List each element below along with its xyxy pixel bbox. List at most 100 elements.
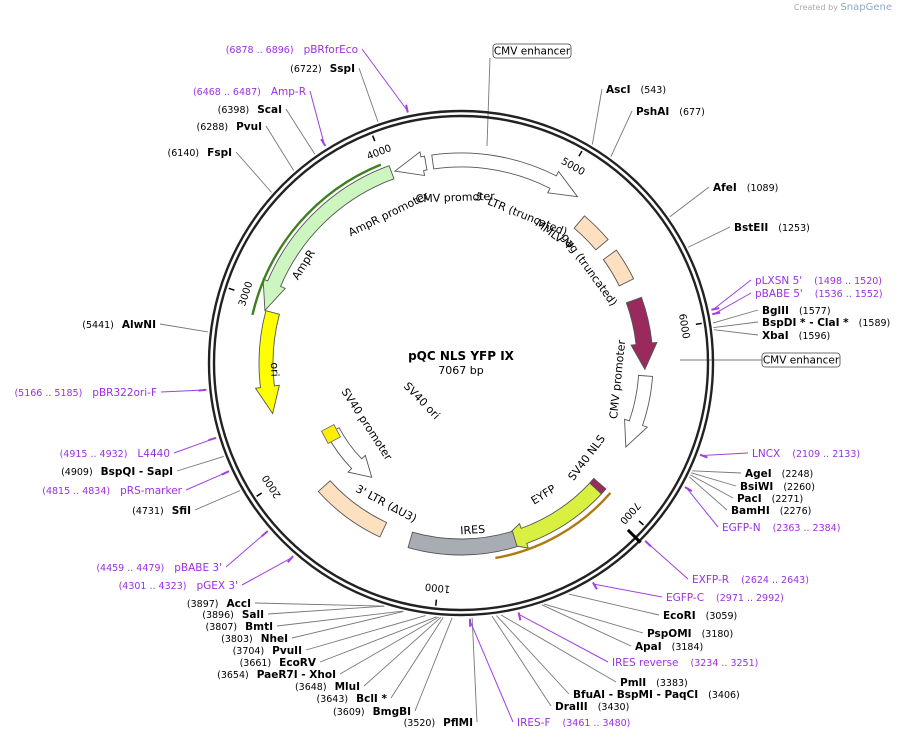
enzyme-name[interactable]: AfeI [713, 182, 737, 194]
ampr-promoter-arrow[interactable] [393, 151, 428, 177]
ampr-arrow[interactable] [262, 165, 395, 312]
enzyme-name[interactable]: AgeI [745, 468, 772, 480]
primer-range: (4459 .. 4479) [96, 563, 164, 574]
sv40-ori-box[interactable] [320, 423, 342, 445]
5-ltr-box[interactable] [573, 215, 609, 251]
enzyme-position: (4731) [132, 506, 164, 517]
primer-name[interactable]: pBRforEco [304, 44, 358, 56]
enzyme-name[interactable]: BspDI * - ClaI * [762, 317, 849, 329]
enzyme-leader [358, 67, 379, 123]
enzyme-name[interactable]: EcoRI [663, 610, 696, 622]
enzyme-position: (3180) [702, 629, 734, 640]
enzyme-name[interactable]: PaeR7I - XhoI [257, 669, 336, 681]
enzyme-name[interactable]: BclI * [356, 693, 387, 705]
enzyme-name[interactable]: BfuAI - BspMI - PaqCI [573, 689, 698, 701]
primer-name[interactable]: L4440 [137, 448, 170, 460]
tick-label: 3000 [237, 280, 255, 308]
primer-name[interactable]: pBR322ori-F [92, 387, 157, 399]
enzyme-name[interactable]: NheI [261, 633, 288, 645]
primer-site-mark [517, 612, 522, 621]
primer-name[interactable]: EXFP-R [692, 574, 729, 586]
snapgene-brand: SnapGene [840, 2, 892, 13]
enzyme-name[interactable]: SspI [330, 63, 355, 75]
enzyme-name[interactable]: PvuII [272, 645, 302, 657]
primer-range: (2624 .. 2643) [741, 575, 809, 586]
enzyme-name[interactable]: BglII [762, 305, 789, 317]
ires-box[interactable] [407, 530, 518, 556]
enzyme-position: (3897) [187, 599, 219, 610]
tick-mark [228, 287, 235, 291]
enzyme-name[interactable]: SfiI [172, 505, 191, 517]
cmv-promoter-arrow[interactable] [624, 374, 654, 448]
enzyme-leader [688, 226, 731, 248]
enzyme-name[interactable]: PspOMI [647, 628, 692, 640]
enzyme-leader [692, 470, 742, 474]
primer-name[interactable]: Amp-R [271, 86, 306, 98]
feature-label: CMV promoter [415, 190, 495, 206]
enzyme-position: (3661) [240, 658, 272, 669]
enzyme-position: (6288) [196, 122, 228, 133]
enzyme-name[interactable]: DraIII [555, 701, 588, 713]
mmlv-psi-box[interactable] [602, 249, 635, 287]
enzyme-name[interactable]: XbaI [762, 330, 789, 342]
enzyme-name[interactable]: BamHI [731, 505, 770, 517]
primer-range: (1536 .. 1552) [815, 289, 883, 300]
enzyme-name[interactable]: MluI [335, 681, 360, 693]
enzyme-position: (3704) [233, 646, 265, 657]
primer-name[interactable]: IRES-F [517, 717, 551, 729]
enzyme-name[interactable]: PacI [737, 493, 762, 505]
enzyme-position: (3184) [672, 642, 704, 653]
enzyme-position: (3059) [706, 611, 738, 622]
enzyme-leader [265, 125, 295, 171]
cmv-promoter-arrow[interactable] [431, 152, 579, 198]
enzyme-name[interactable]: SalI [242, 609, 264, 621]
enzyme-name[interactable]: ApaI [635, 641, 662, 653]
primer-name[interactable]: IRES reverse [612, 657, 679, 669]
backbone-inner [212, 114, 710, 612]
enzyme-name[interactable]: PvuI [236, 121, 262, 133]
enzyme-name[interactable]: BstEII [734, 222, 768, 234]
enzyme-leader [568, 593, 660, 616]
enzyme-name[interactable]: FspI [207, 147, 232, 159]
enzyme-name[interactable]: PmlI [620, 677, 646, 689]
tick-mark [371, 135, 376, 142]
primer-leader [593, 583, 663, 598]
tick-label: 7000 [617, 500, 642, 526]
enzyme-leader [496, 615, 570, 695]
primer-leader [714, 292, 752, 315]
cmv-enhancer-box [761, 352, 841, 368]
primer-name[interactable]: EGFP-C [666, 592, 704, 604]
enzyme-name[interactable]: AscI [606, 84, 631, 96]
enzyme-leader [688, 476, 728, 511]
primer-name[interactable]: EGFP-N [722, 522, 761, 534]
primer-site-mark [644, 540, 652, 548]
enzyme-name[interactable]: BsiWI [740, 481, 773, 493]
primer-name[interactable]: LNCX [752, 448, 780, 460]
enzyme-name[interactable]: PshAI [636, 106, 669, 118]
enzyme-name[interactable]: AccI [227, 598, 251, 610]
enzyme-leader [500, 614, 617, 683]
eyfp-primer-bar [495, 492, 612, 560]
enzyme-name[interactable]: AlwNI [122, 319, 156, 331]
enzyme-name[interactable]: BmgBI [373, 706, 411, 718]
3-ltr-box[interactable] [317, 480, 388, 538]
primer-name[interactable]: pBABE 3' [174, 562, 222, 574]
primer-name[interactable]: pBABE 5' [755, 288, 803, 300]
enzyme-name[interactable]: PflMI [443, 717, 473, 729]
primer-name[interactable]: pRS-marker [120, 485, 183, 497]
primer-name[interactable]: pLXSN 5' [755, 275, 802, 287]
enzyme-name[interactable]: ScaI [257, 104, 282, 116]
ori-arrow[interactable] [254, 310, 280, 415]
primer-site-mark [208, 436, 217, 442]
primer-site-mark [591, 581, 598, 590]
primer-leader [185, 471, 228, 491]
enzyme-position: (677) [679, 107, 705, 118]
gag-arrow[interactable] [625, 296, 658, 371]
enzyme-position: (6140) [168, 148, 200, 159]
primer-name[interactable]: pGEX 3' [196, 580, 238, 592]
enzyme-name[interactable]: EcoRV [279, 657, 317, 669]
enzyme-name[interactable]: BmtI [245, 621, 273, 633]
enzyme-name[interactable]: BspQI - SapI [101, 466, 173, 478]
tick-mark [638, 520, 644, 526]
sv40-promoter-arrow[interactable] [326, 427, 373, 478]
